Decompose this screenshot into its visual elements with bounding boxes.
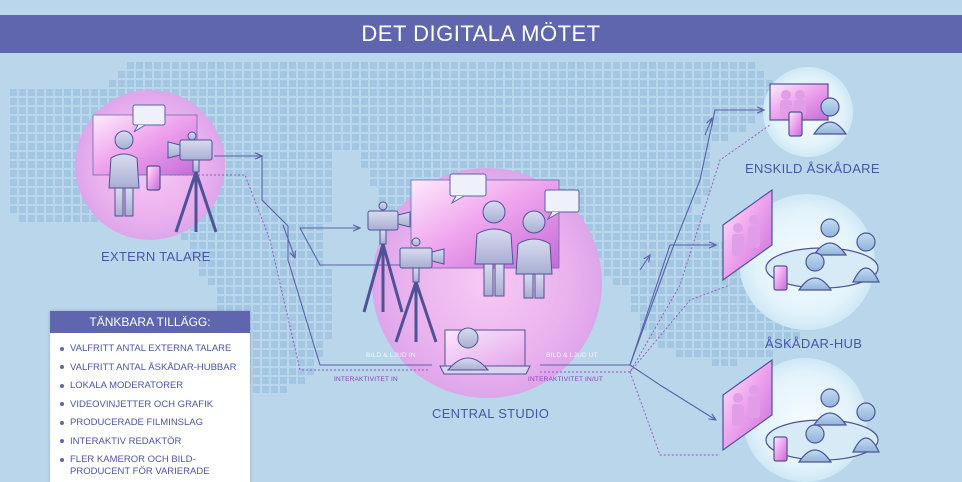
studio-camera-2-icon bbox=[394, 237, 445, 343]
enskild-askadare-scene bbox=[769, 83, 848, 137]
phone-icon bbox=[773, 265, 788, 291]
speech-bubble-icon bbox=[132, 104, 166, 126]
phone-icon bbox=[773, 436, 788, 462]
addon-item: VALFRITT ANTAL ÅSKÅDAR-HUBBAR bbox=[60, 362, 242, 374]
interactive-flow-lines bbox=[170, 124, 771, 456]
addons-list: VALFRITT ANTAL EXTERNA TALARE VALFRITT AN… bbox=[50, 333, 250, 478]
extern-talare-scene bbox=[92, 104, 218, 233]
producer-laptop-icon bbox=[439, 327, 531, 375]
extern-talare-label: EXTERN TALARE bbox=[101, 249, 211, 264]
hub-screen bbox=[722, 188, 773, 282]
central-studio-label: CENTRAL STUDIO bbox=[432, 406, 550, 421]
central-studio-scene bbox=[362, 173, 580, 375]
hub-participants-icon bbox=[797, 218, 880, 291]
interaktivitet-in-label: INTERAKTIVITET IN bbox=[334, 376, 398, 383]
av-flow-lines bbox=[214, 110, 764, 420]
interaktivitet-ut-label: INTERAKTIVITET IN/UT bbox=[528, 376, 604, 383]
viewer-person-icon bbox=[812, 97, 848, 135]
hub-screen-people-icon bbox=[732, 215, 760, 256]
enskild-askadare-label: ENSKILD ÅSKÅDARE bbox=[745, 161, 880, 176]
addon-item: VIDEOVINJETTER OCH GRAFIK bbox=[60, 399, 242, 411]
video-camera-icon bbox=[167, 131, 218, 233]
bild-ljud-ut-label: BILD & LJUD UT bbox=[546, 352, 598, 359]
studio-host-person-icon bbox=[474, 200, 514, 297]
addons-panel: TÄNKBARA TILLÄGG: VALFRITT ANTAL EXTERNA… bbox=[50, 311, 250, 482]
speaker-person-icon bbox=[108, 130, 140, 217]
speech-bubble-icon bbox=[449, 173, 487, 197]
addon-item: INTERAKTIV REDAKTÖR bbox=[60, 436, 242, 448]
bild-ljud-in-label: BILD & LJUD IN bbox=[366, 352, 416, 359]
addon-item: VALFRITT ANTAL EXTERNA TALARE bbox=[60, 343, 242, 355]
addons-heading: TÄNKBARA TILLÄGG: bbox=[50, 311, 250, 333]
hub-participants-icon bbox=[797, 388, 880, 463]
askadar-hub-scene-1 bbox=[722, 188, 880, 291]
studio-guest-person-icon bbox=[515, 210, 553, 299]
studio-camera-1-icon bbox=[362, 201, 411, 313]
askadar-hub-scene-2 bbox=[722, 358, 880, 463]
addon-item: LOKALA MODERATORER bbox=[60, 380, 242, 392]
speech-bubble-icon bbox=[544, 189, 580, 213]
hub-screen bbox=[722, 358, 773, 452]
addon-item: PRODUCERADE FILMINSLAG bbox=[60, 417, 242, 429]
phone-icon bbox=[146, 165, 161, 191]
askadar-hub-label: ÅSKÅDAR-HUB bbox=[765, 336, 863, 351]
phone-icon bbox=[788, 111, 803, 137]
hub-screen-people-icon bbox=[732, 385, 760, 426]
addon-item: FLER KAMEROR OCH BILD-PRODUCENT FÖR VARI… bbox=[60, 454, 242, 478]
page-title: DET DIGITALA MÖTET bbox=[0, 15, 962, 53]
